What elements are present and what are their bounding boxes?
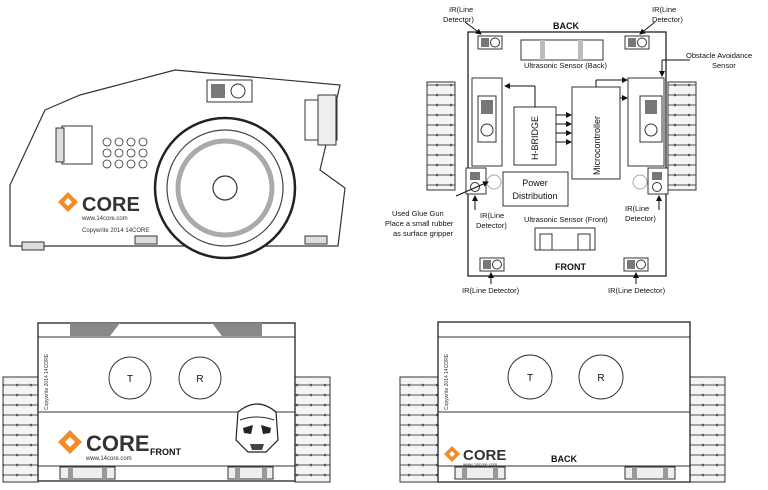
back-body (437, 321, 691, 483)
back-track-right (689, 376, 726, 483)
front-view: T R Copywrite 2014 14CORE CORE www.14cor… (2, 322, 331, 483)
front-view-label: FRONT (150, 447, 181, 457)
back-logo: CORE www.14core.com (444, 446, 506, 467)
back-view: T R Copywrite 2014 14CORE CORE www.14cor… (399, 321, 726, 483)
back-transmitter (507, 354, 553, 400)
power-distribution-block (502, 171, 569, 207)
ir-ml-label-1: IR(Line (480, 211, 504, 220)
glue-label-2: Place a small rubber (385, 219, 454, 228)
front-label: FRONT (555, 262, 586, 272)
side-copyright: Copywrite 2014 14CORE (82, 228, 149, 234)
power-label-2: Distribution (512, 191, 557, 201)
side-view: CORE www.14core.com Copywrite 2014 14COR… (9, 69, 346, 260)
hbridge-block (513, 106, 557, 166)
front-receiver (178, 356, 222, 400)
front-t-label: T (127, 374, 133, 385)
stormtrooper-icon (235, 403, 279, 453)
back-t-label: T (527, 373, 533, 384)
ir-tr-label-1: IR(Line (652, 5, 676, 14)
power-label-1: Power (522, 178, 548, 188)
back-label: BACK (553, 21, 579, 31)
ir-tl-label-1: IR(Line (449, 5, 473, 14)
front-track-left (2, 376, 39, 483)
ultrasonic-front-label: Ultrasonic Sensor (Front) (524, 215, 608, 224)
obstacle-label-2: Sensor (712, 61, 736, 70)
glue-label-3: as surface gripper (393, 229, 454, 238)
top-view: Ultrasonic Sensor (Back) BACK H-BRIDGE M… (385, 5, 752, 295)
ir-mr-label-2: Detector) (625, 214, 656, 223)
hbridge-label: H-BRIDGE (530, 116, 540, 160)
front-logo-url: www.14core.com (85, 456, 132, 462)
front-body (37, 322, 296, 482)
callout-lines (455, 21, 690, 284)
ir-tr-label-2: Detector) (652, 15, 683, 24)
front-copyright: Copywrite 2014 14CORE (44, 353, 50, 410)
back-logo-url: www.14core.com (463, 462, 498, 467)
ir-bl-label: IR(Line Detector) (462, 286, 520, 295)
ir-tl-label-2: Detector) (443, 15, 474, 24)
front-transmitter (108, 356, 152, 400)
microcontroller-block (571, 86, 621, 180)
back-r-label: R (597, 373, 604, 384)
side-wheel (153, 116, 297, 260)
front-r-label: R (196, 374, 203, 385)
front-logo-text: CORE (86, 431, 150, 456)
back-logo-text: CORE (463, 447, 506, 464)
ir-mr-label-1: IR(Line (625, 204, 649, 213)
side-logo-url: www.14core.com (81, 216, 128, 222)
back-view-label: BACK (551, 454, 577, 464)
ir-ml-label-2: Detector) (476, 221, 507, 230)
side-logo: CORE www.14core.com Copywrite 2014 14COR… (58, 192, 149, 234)
side-speaker-grid (102, 137, 148, 169)
side-logo-text: CORE (82, 194, 140, 216)
back-track-left (399, 376, 439, 483)
top-track-left (426, 81, 456, 191)
back-copyright: Copywrite 2014 14CORE (444, 353, 450, 410)
side-front-sensor (61, 125, 93, 165)
obstacle-label-1: Obstacle Avoidance (686, 51, 752, 60)
front-logo: CORE www.14core.com (58, 430, 150, 462)
front-track-right (294, 376, 331, 483)
ultrasonic-back-block (520, 39, 604, 61)
microcontroller-label: Microcontroller (592, 116, 602, 175)
back-receiver (578, 354, 624, 400)
top-track-right (667, 81, 697, 191)
ultrasonic-back-label: Ultrasonic Sensor (Back) (524, 61, 607, 70)
ir-br-label: IR(Line Detector) (608, 286, 666, 295)
glue-label-1: Used Glue Gun (392, 209, 444, 218)
signal-arrows (504, 77, 628, 145)
